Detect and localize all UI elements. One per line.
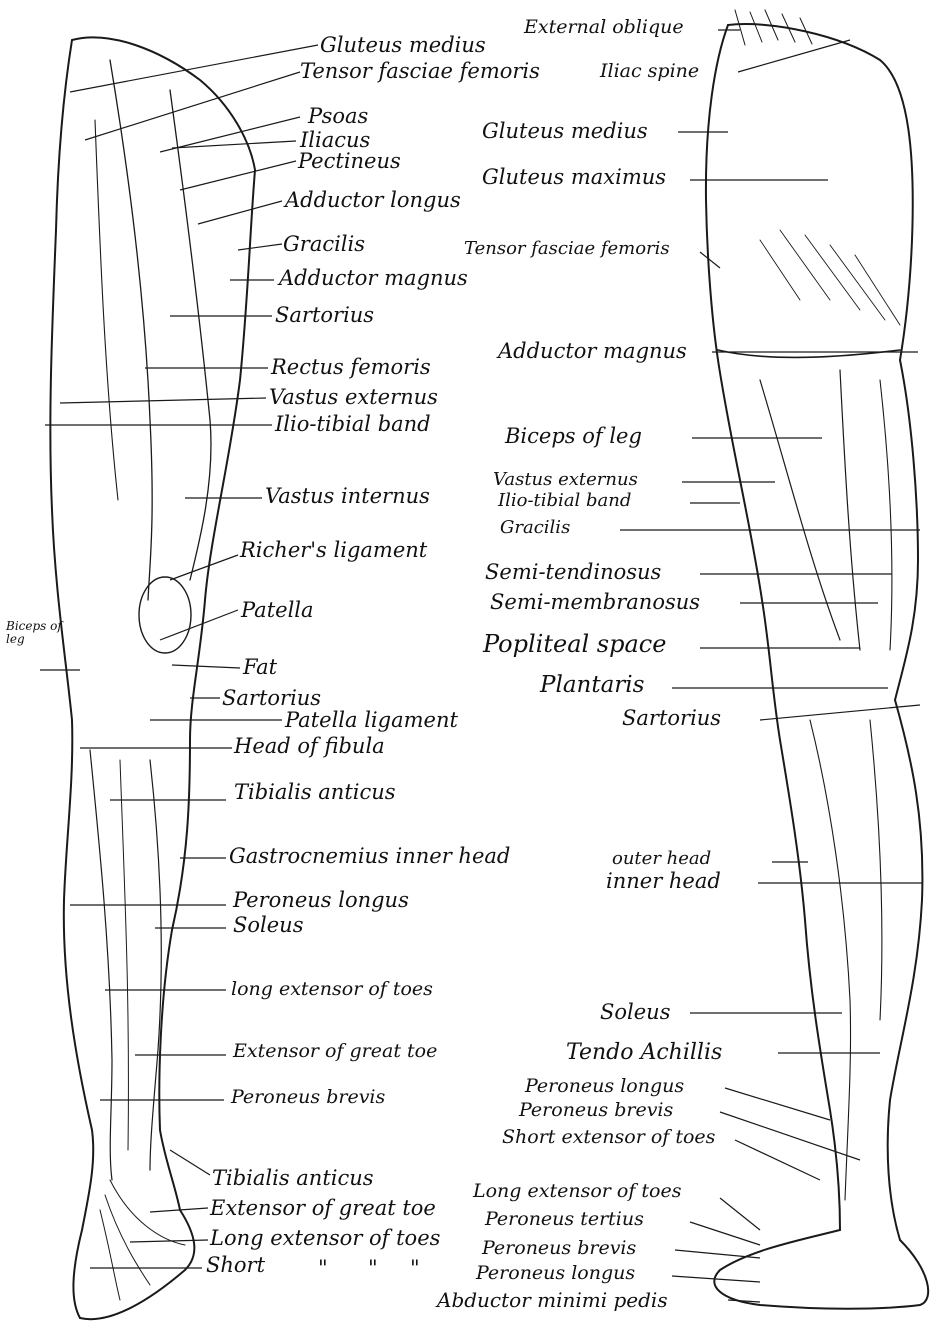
label-long-extensor-toes-back: Long extensor of toes	[473, 1182, 681, 1201]
label-peroneus-brevis-front: Peroneus brevis	[231, 1088, 385, 1107]
label-gluteus-medius-front: Gluteus medius	[320, 35, 486, 56]
label-tendo-achillis: Tendo Achillis	[566, 1042, 722, 1064]
label-fat: Fat	[243, 657, 277, 678]
label-extensor-great-toe-foot: Extensor of great toe	[210, 1198, 436, 1219]
label-gluteus-medius-back: Gluteus medius	[482, 121, 648, 142]
label-peroneus-brevis-back: Peroneus brevis	[519, 1101, 673, 1120]
label-tibialis-anticus: Tibialis anticus	[234, 782, 396, 803]
label-external-oblique: External oblique	[524, 18, 684, 37]
label-head-of-fibula: Head of fibula	[234, 736, 385, 757]
label-adductor-longus: Adductor longus	[285, 190, 461, 211]
label-ilio-tibial-band-back: Ilio-tibial band	[498, 492, 631, 510]
label-patella: Patella	[241, 600, 314, 621]
label-extensor-great-toe-front: Extensor of great toe	[233, 1042, 437, 1061]
label-long-extensor-toes-foot: Long extensor of toes	[210, 1228, 440, 1249]
label-sartorius-back: Sartorius	[622, 708, 721, 729]
label-outer-head: outer head	[612, 850, 711, 868]
label-ditto-1: "	[318, 1258, 328, 1279]
label-inner-head-back: inner head	[606, 871, 721, 892]
label-vastus-externus-front: Vastus externus	[269, 387, 438, 408]
label-long-extensor-toes-front: long extensor of toes	[231, 980, 433, 999]
label-peroneus-brevis-foot: Peroneus brevis	[482, 1239, 636, 1258]
front-leg-outline	[50, 37, 255, 1319]
label-peroneus-tertius: Peroneus tertius	[485, 1210, 644, 1229]
label-plantaris: Plantaris	[540, 674, 644, 697]
label-abductor-minimi-pedis: Abductor minimi pedis	[437, 1290, 668, 1310]
label-gracilis-back: Gracilis	[500, 519, 570, 537]
label-ilio-tibial-band-front: Ilio-tibial band	[275, 414, 431, 435]
label-psoas: Psoas	[308, 106, 368, 127]
label-gluteus-maximus: Gluteus maximus	[482, 167, 666, 188]
back-leg-outline	[706, 10, 928, 1309]
label-rectus-femoris: Rectus femoris	[271, 357, 431, 378]
label-short: Short	[206, 1255, 265, 1276]
label-peroneus-longus-foot: Peroneus longus	[476, 1264, 635, 1283]
label-gracilis-front: Gracilis	[283, 234, 365, 255]
label-peroneus-longus-front: Peroneus longus	[233, 890, 409, 911]
label-tibialis-anticus-foot: Tibialis anticus	[212, 1168, 374, 1189]
label-vastus-internus: Vastus internus	[265, 486, 430, 507]
label-pectineus: Pectineus	[298, 151, 401, 172]
label-adductor-magnus-front: Adductor magnus	[279, 268, 468, 289]
label-semi-membranosus: Semi-membranosus	[490, 592, 700, 613]
label-soleus-back: Soleus	[600, 1002, 670, 1023]
label-peroneus-longus-back: Peroneus longus	[525, 1077, 684, 1096]
label-tensor-fasciae-front: Tensor fasciae femoris	[300, 61, 540, 82]
label-biceps-of-leg-front: Biceps of leg	[6, 620, 66, 646]
label-adductor-magnus-back: Adductor magnus	[498, 341, 687, 362]
label-iliacus: Iliacus	[300, 130, 370, 151]
label-popliteal-space: Popliteal space	[483, 632, 666, 656]
label-short-extensor-toes: Short extensor of toes	[502, 1128, 715, 1147]
label-ditto-2: "	[368, 1258, 378, 1279]
label-vastus-externus-back: Vastus externus	[493, 471, 638, 489]
label-gastrocnemius-inner-head-front: Gastrocnemius inner head	[229, 846, 510, 867]
label-biceps-of-leg-back: Biceps of leg	[505, 426, 642, 447]
label-sartorius-knee: Sartorius	[222, 688, 321, 709]
label-richers-ligament: Richer's ligament	[240, 540, 427, 561]
label-ditto-3: "	[410, 1258, 420, 1279]
label-patella-ligament: Patella ligament	[285, 710, 458, 731]
label-iliac-spine: Iliac spine	[600, 62, 699, 81]
label-soleus-front: Soleus	[233, 915, 303, 936]
label-sartorius-front: Sartorius	[275, 305, 374, 326]
label-semi-tendinosus: Semi-tendinosus	[485, 562, 661, 583]
label-tensor-fasciae-back: Tensor fasciae femoris	[464, 240, 670, 258]
